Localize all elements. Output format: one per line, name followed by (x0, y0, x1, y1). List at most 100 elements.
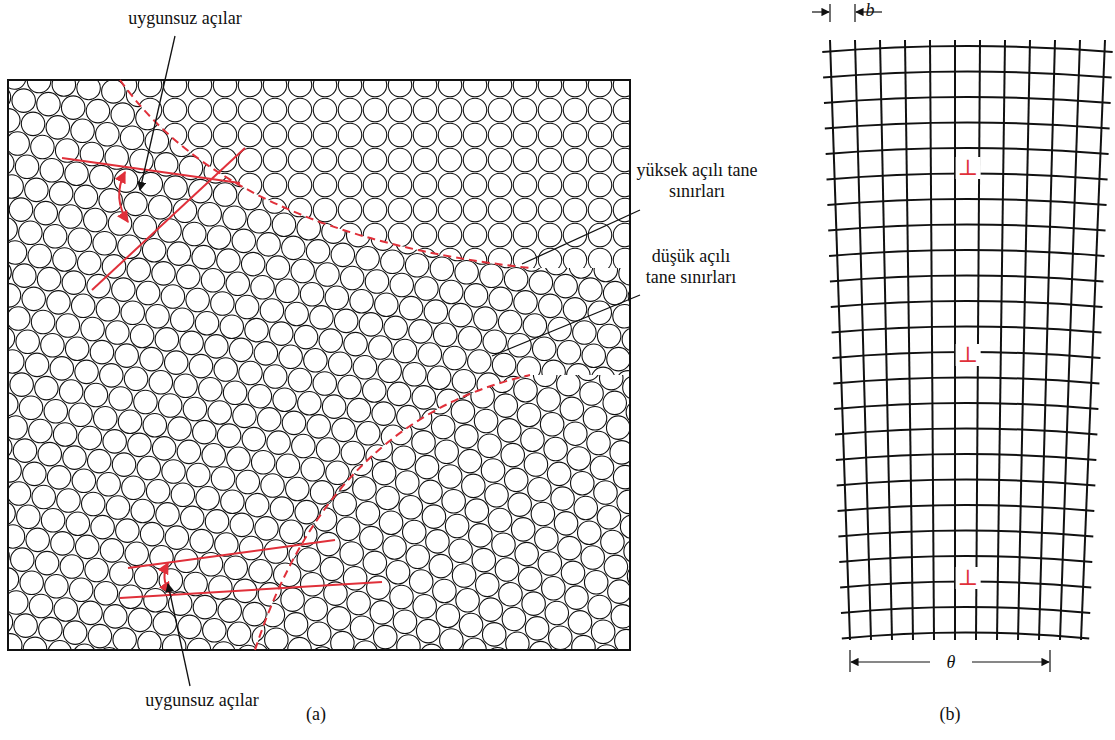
atom (268, 653, 292, 677)
atom (412, 431, 436, 455)
atom (180, 331, 204, 355)
atom (237, 430, 261, 454)
atom (238, 173, 262, 197)
atom (72, 504, 96, 528)
atom (124, 408, 148, 432)
atom (113, 473, 137, 497)
atom (37, 267, 61, 291)
atom (238, 198, 262, 222)
atom (213, 398, 237, 422)
atom (232, 229, 256, 253)
atom (90, 627, 114, 651)
atom (212, 257, 236, 281)
atom (230, 380, 254, 404)
atom (168, 566, 192, 590)
atom (433, 112, 457, 135)
atom (0, 287, 21, 311)
atom (513, 273, 537, 297)
atom (147, 654, 171, 678)
atom (488, 173, 512, 197)
atom (538, 273, 562, 297)
atom (257, 233, 281, 256)
atom (452, 564, 476, 588)
atom (0, 237, 2, 261)
atom (271, 211, 295, 235)
atom (357, 198, 381, 222)
atom (163, 223, 187, 247)
atom (515, 542, 539, 566)
atom (388, 173, 412, 197)
atom (208, 401, 232, 425)
atom (397, 168, 421, 192)
atom (223, 206, 247, 230)
atom (501, 443, 525, 467)
atom (233, 404, 256, 428)
atom (441, 326, 465, 350)
atom (88, 273, 112, 297)
atom (52, 52, 76, 76)
atom (316, 368, 340, 392)
atom (63, 373, 87, 397)
atom (92, 488, 116, 512)
atom (433, 323, 457, 347)
atom (163, 398, 187, 422)
atom (188, 248, 212, 272)
atom (340, 75, 364, 99)
atom (168, 417, 192, 441)
atom (480, 264, 504, 288)
atom (63, 473, 87, 497)
atom (188, 148, 212, 172)
atom (354, 174, 378, 198)
atom (88, 463, 112, 487)
atom (173, 287, 197, 311)
atom (59, 101, 83, 125)
atom (263, 173, 287, 197)
atom (3, 476, 27, 500)
atom (38, 148, 62, 172)
atom (14, 614, 38, 638)
atom (313, 273, 337, 297)
atom (347, 591, 371, 615)
atom (0, 653, 7, 677)
atom (113, 637, 137, 661)
atom (263, 198, 287, 222)
atom (476, 573, 500, 597)
atom (446, 211, 470, 235)
atom (202, 649, 226, 673)
atom (388, 73, 412, 97)
atom (38, 323, 62, 347)
atom (138, 373, 162, 397)
atom (20, 599, 44, 623)
atom (563, 648, 587, 672)
atom (27, 649, 51, 673)
atom (88, 523, 112, 547)
atom (114, 334, 137, 358)
atom (0, 373, 12, 397)
atom (500, 279, 524, 303)
atom (69, 479, 93, 503)
atom (425, 650, 449, 674)
atom (282, 285, 306, 309)
atom (99, 71, 123, 95)
atom (238, 348, 262, 372)
atom (224, 495, 248, 519)
atom (152, 139, 176, 163)
atom (196, 297, 220, 321)
atom (81, 492, 105, 516)
atom (196, 486, 220, 510)
atom (251, 276, 275, 300)
atom (136, 281, 160, 305)
atom (513, 173, 537, 197)
atom (288, 298, 312, 322)
atom (422, 505, 446, 529)
atom (438, 73, 462, 97)
atom (313, 473, 337, 497)
atom (628, 285, 652, 309)
atom (451, 400, 475, 424)
atom (63, 98, 87, 122)
atom (13, 598, 37, 622)
atom (213, 98, 237, 122)
atom (0, 273, 12, 297)
atom (125, 105, 149, 128)
atom (166, 238, 190, 262)
